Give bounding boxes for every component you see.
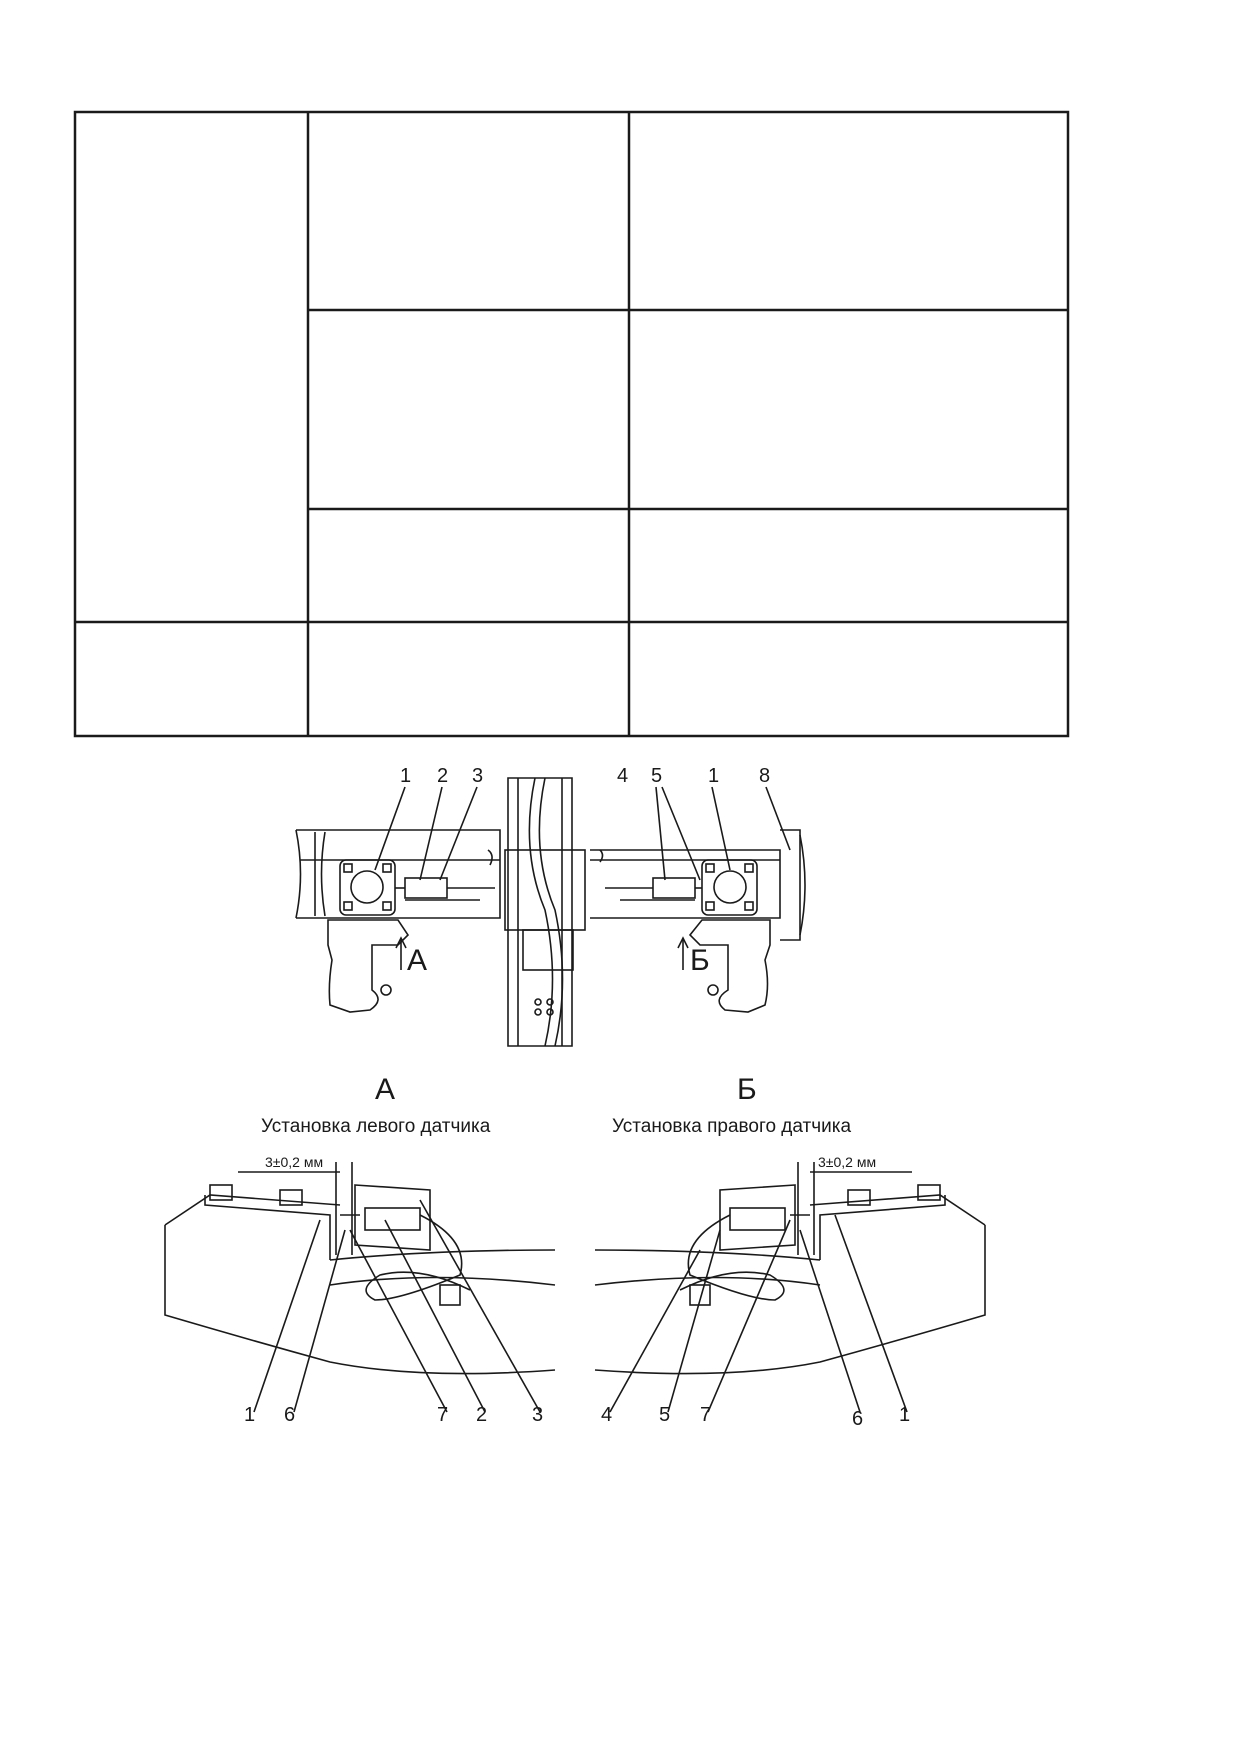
callout-2-left: 2	[437, 765, 449, 787]
table-border	[73, 110, 1070, 738]
detail-b-callout-4: 4	[601, 1404, 613, 1426]
detail-b-caption: Установка правого датчика	[612, 1116, 852, 1137]
callout-1-left: 1	[400, 765, 412, 787]
detail-b-callout-6: 6	[852, 1408, 864, 1430]
callout-4-right: 4	[617, 765, 629, 787]
detail-a-callout-1: 1	[244, 1404, 256, 1426]
arrow-b-label: Б	[690, 944, 710, 977]
detail-a-caption: Установка левого датчика	[261, 1116, 491, 1137]
detail-b-dimension: 3±0,2 мм	[818, 1154, 877, 1170]
detail-b-letter: Б	[737, 1073, 757, 1106]
detail-a-callout-7: 7	[437, 1404, 449, 1426]
arrow-a-label: А	[407, 944, 428, 977]
detail-a-callout-2: 2	[476, 1404, 488, 1426]
callout-3-left: 3	[472, 765, 484, 787]
detail-b-callout-5: 5	[659, 1404, 671, 1426]
detail-b-callout-7: 7	[700, 1404, 712, 1426]
detail-a-dimension: 3±0,2 мм	[265, 1154, 324, 1170]
detail-a-callout-3: 3	[532, 1404, 544, 1426]
callout-1-right: 1	[708, 765, 720, 787]
callout-8-right: 8	[759, 765, 771, 787]
callout-5-right: 5	[651, 765, 663, 787]
detail-b-callout-1: 1	[899, 1404, 911, 1426]
detail-a-callout-6: 6	[284, 1404, 296, 1426]
detail-a-letter: А	[375, 1073, 396, 1106]
